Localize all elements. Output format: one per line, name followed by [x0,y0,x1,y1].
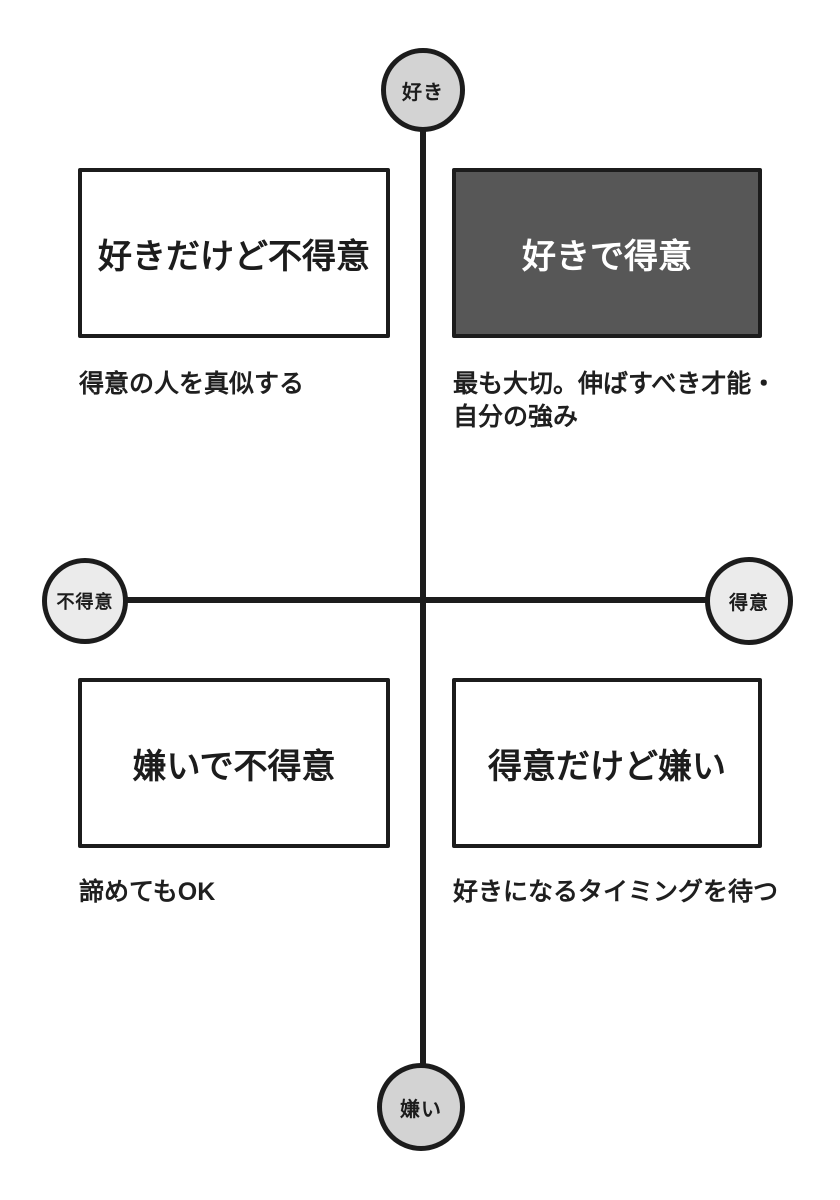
quadrant-caption-good-but-dislike: 好きになるタイミングを待つ [453,878,779,906]
quadrant-box-like-and-good: 好きで得意 [452,168,762,338]
axis-label-bottom: 嫌い [377,1063,465,1151]
horizontal-axis-line [85,597,749,603]
quadrant-caption-dislike-not-good: 諦めてもOK [79,878,216,906]
axis-label-top: 好き [381,48,465,132]
quadrant-caption-like-not-good: 得意の人を真似する [79,370,305,398]
quadrant-box-dislike-not-good: 嫌いで不得意 [78,678,390,848]
axis-label-left: 不得意 [42,558,128,644]
quadrant-box-like-not-good: 好きだけど不得意 [78,168,390,338]
quadrant-caption-like-and-good: 最も大切。伸ばすべき才能・ 自分の強み [453,370,777,431]
axis-label-right: 得意 [705,557,793,645]
quadrant-box-good-but-dislike: 得意だけど嫌い [452,678,762,848]
